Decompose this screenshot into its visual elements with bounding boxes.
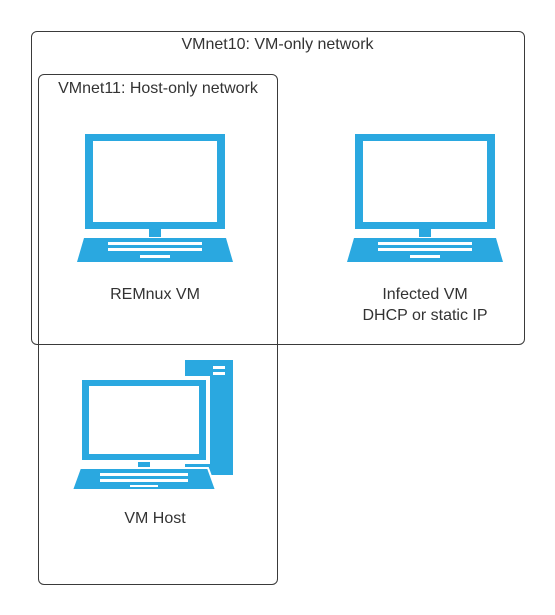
remnux-vm-label: REMnux VM: [110, 286, 200, 303]
vmnet10-network-box: [31, 31, 525, 345]
remnux-laptop-icon: [77, 134, 233, 262]
infected-vm-label: Infected VM: [382, 286, 468, 303]
vmnet11-label: VMnet11: Host-only network: [58, 80, 258, 97]
vmnet10-label: VMnet10: VM-only network: [181, 36, 374, 53]
host-computer-icon: [70, 360, 233, 491]
infected-vm-ip-label: DHCP or static IP: [362, 307, 488, 324]
vm-host-label: VM Host: [124, 510, 186, 527]
vmnet11-network-box: [38, 74, 278, 585]
infected-laptop-icon: [347, 134, 503, 262]
